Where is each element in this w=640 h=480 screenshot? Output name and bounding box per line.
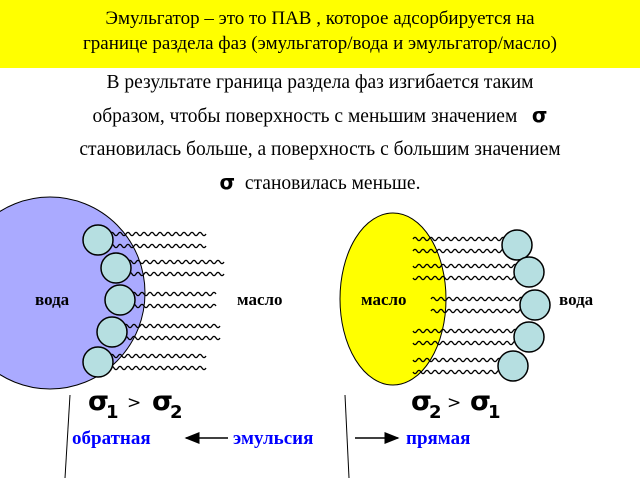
paragraph-line-4: σ становилась меньше. (0, 166, 640, 200)
right-inner-label: масло (361, 290, 407, 309)
surfactant-head (100, 252, 132, 284)
title-line-2: границе раздела фаз (эмульгатор/вода и э… (82, 33, 557, 54)
paragraph-line-2: образом, чтобы поверхность с меньшим зна… (0, 99, 640, 133)
surfactant-head (501, 229, 533, 261)
surfactant-tail (131, 303, 217, 309)
surfactant-tail (412, 357, 502, 363)
left-inner-label: вода (35, 290, 70, 309)
sigma-symbol: σ (411, 386, 432, 417)
explanation-paragraph: В результате граница раздела фаз изгибае… (0, 66, 640, 200)
surfactant-tail (430, 308, 524, 314)
paragraph-line-1: В результате граница раздела фаз изгибае… (106, 72, 534, 93)
surfactant-head (513, 321, 545, 353)
left-outer-label: масло (237, 290, 283, 309)
emulsion-right-type: прямая (406, 428, 470, 449)
sigma-index: 1 (488, 402, 501, 423)
right-surfactant-heads (497, 229, 551, 382)
title-banner: Эмульгатор – это то ПАВ , которое адсорб… (0, 0, 640, 68)
guide-line-left (64, 394, 71, 479)
surfactant-tail (109, 365, 207, 371)
sigma-index: 2 (429, 402, 442, 423)
surfactant-tail (127, 259, 225, 265)
surfactant-head (513, 256, 545, 288)
surfactant-tail (127, 271, 225, 277)
surfactant-tail (123, 335, 221, 341)
surfactant-head (104, 284, 136, 316)
guide-line-middle (344, 394, 350, 479)
paragraph-line-3: становилась больше, а поверхность с боль… (79, 139, 561, 160)
paragraph-line-4-text: становилась меньше. (244, 173, 421, 194)
surfactant-head (82, 224, 114, 256)
sigma-symbol: σ (470, 386, 491, 417)
surfactant-tail (412, 275, 518, 281)
surfactant-tail (430, 296, 524, 302)
right-surfactant-tails (412, 236, 524, 375)
left-surfactant-tails (109, 231, 225, 371)
right-outer-label: вода (559, 290, 594, 309)
surfactant-head (96, 316, 128, 348)
sigma-symbol: σ (152, 386, 173, 417)
surfactant-tail (131, 291, 217, 297)
sigma-symbol: σ (88, 386, 109, 417)
relation-operator: > (127, 393, 141, 413)
surfactant-tail (109, 243, 207, 249)
surfactant-tail (412, 369, 502, 375)
sigma-index: 1 (106, 402, 119, 423)
surfactant-head (82, 346, 114, 378)
emulsion-center: эмульсия (233, 428, 313, 449)
right-sigma-relation: σ 2 > σ 1 (411, 386, 501, 423)
surfactant-tail (412, 328, 518, 334)
surfactant-tail (412, 263, 518, 269)
sigma-symbol: σ (219, 170, 236, 194)
emulsion-row: обратная эмульсия прямая (72, 428, 470, 449)
surfactant-tail (109, 231, 207, 237)
title-line-1: Эмульгатор – это то ПАВ , которое адсорб… (105, 8, 535, 29)
surfactant-tail (412, 236, 506, 242)
sigma-index: 2 (170, 402, 183, 423)
surfactant-head (497, 350, 529, 382)
left-sigma-relation: σ 1 > σ 2 (88, 386, 183, 423)
surfactant-tail (123, 323, 221, 329)
left-surfactant-heads (82, 224, 136, 378)
emulsion-left-type: обратная (72, 428, 151, 449)
surfactant-tail (109, 353, 207, 359)
surfactant-tail (412, 340, 518, 346)
paragraph-line-2-text: образом, чтобы поверхность с меньшим зна… (92, 106, 518, 127)
surfactant-head (519, 289, 551, 321)
relation-operator: > (447, 393, 461, 413)
surfactant-tail (412, 248, 506, 254)
sigma-symbol: σ (531, 103, 548, 127)
